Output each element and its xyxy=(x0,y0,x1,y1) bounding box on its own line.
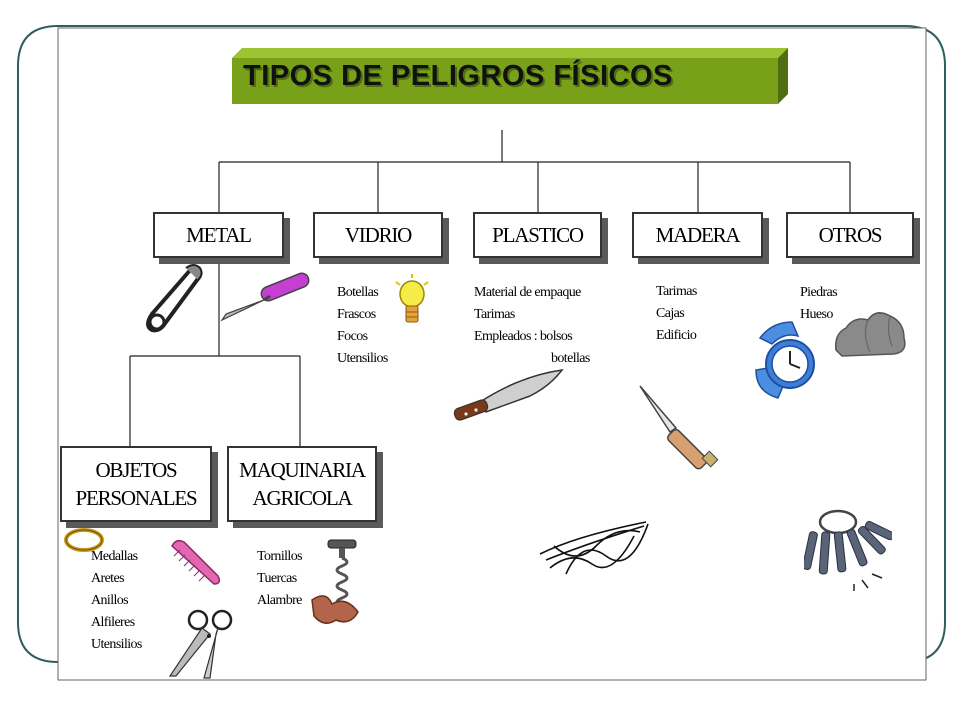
category-label-metal: METAL xyxy=(186,223,252,247)
list-item: Frascos xyxy=(337,307,376,322)
keys-icon xyxy=(804,509,892,591)
light-bulb-icon xyxy=(395,274,429,323)
list-item: Anillos xyxy=(91,593,129,608)
list-item: Tarimas xyxy=(656,284,697,299)
list-maquinaria: Tornillos Tuercas Alambre xyxy=(257,546,303,612)
list-item: Botellas xyxy=(337,285,379,300)
subcategory-maquinaria-line1: MAQUINARIA xyxy=(239,458,366,482)
list-item: Utensilios xyxy=(337,351,388,366)
list-item: Cajas xyxy=(656,306,685,321)
list-item: Tuercas xyxy=(257,571,297,586)
list-madera: Tarimas Cajas Edificio xyxy=(656,281,697,347)
list-plastico: Material de empaque Tarimas Empleados : … xyxy=(474,282,590,370)
machete-icon xyxy=(453,369,564,421)
scissors-icon xyxy=(168,609,233,679)
pocket-knife-icon xyxy=(639,385,719,470)
list-item: Empleados : bolsos xyxy=(474,329,573,344)
subcategory-objetos-line1: OBJETOS xyxy=(95,458,177,482)
list-item: Focos xyxy=(337,329,368,344)
list-objetos: Medallas Aretes Anillos Alfileres Utensi… xyxy=(91,546,142,656)
rocks-icon xyxy=(834,312,906,357)
list-otros: Piedras Hueso xyxy=(800,282,838,326)
category-label-otros: OTROS xyxy=(818,223,883,247)
list-item: Medallas xyxy=(91,549,138,564)
subcategory-box-objetos: OBJETOS PERSONALES xyxy=(60,446,212,522)
category-box-madera: MADERA xyxy=(632,212,763,258)
knife-icon xyxy=(220,272,310,322)
list-item: Tornillos xyxy=(257,549,303,564)
list-vidrio: Botellas Frascos Focos Utensilios xyxy=(337,282,388,370)
list-item: Aretes xyxy=(91,571,125,586)
safety-pin-icon xyxy=(146,264,203,333)
subcategory-maquinaria-line2: AGRICOLA xyxy=(252,486,353,510)
comb-icon xyxy=(171,539,221,585)
category-label-madera: MADERA xyxy=(655,223,741,247)
wires-icon xyxy=(539,521,649,575)
list-item: Edificio xyxy=(656,328,697,343)
category-box-otros: OTROS xyxy=(786,212,914,258)
list-item: Alambre xyxy=(257,593,302,608)
category-box-vidrio: VIDRIO xyxy=(313,212,443,258)
watch-icon xyxy=(755,321,815,399)
category-label-plastico: PLASTICO xyxy=(492,223,584,247)
list-item: Material de empaque xyxy=(474,285,581,300)
corkscrew-icon xyxy=(311,539,359,624)
list-item: Utensilios xyxy=(91,637,142,652)
subcategory-box-maquinaria: MAQUINARIA AGRICOLA xyxy=(227,446,377,522)
list-item: botellas xyxy=(551,351,590,366)
category-label-vidrio: VIDRIO xyxy=(344,223,413,247)
ring-icon xyxy=(64,528,104,552)
title-band xyxy=(232,48,788,104)
list-item: Tarimas xyxy=(474,307,515,322)
category-box-metal: METAL xyxy=(153,212,284,258)
list-item: Piedras xyxy=(800,285,838,300)
diagram-title: TIPOS DE PELIGROS FÍSICOS xyxy=(243,60,673,92)
category-box-plastico: PLASTICO xyxy=(473,212,602,258)
list-item: Hueso xyxy=(800,307,833,322)
subcategory-objetos-line2: PERSONALES xyxy=(75,486,197,510)
list-item: Alfileres xyxy=(91,615,135,630)
